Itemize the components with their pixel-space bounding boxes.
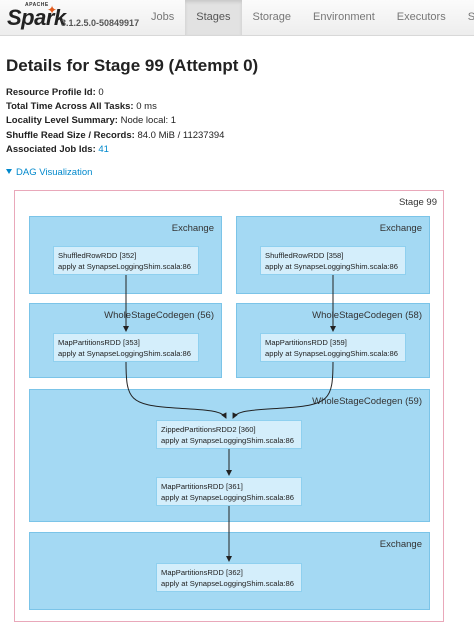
rdd-node-358[interactable]: ShuffledRowRDD [358] apply at SynapseLog… bbox=[260, 246, 406, 275]
rdd-callsite: apply at SynapseLoggingShim.scala:86 bbox=[58, 349, 191, 358]
rdd-callsite: apply at SynapseLoggingShim.scala:86 bbox=[265, 349, 398, 358]
rdd-name: ShuffledRowRDD [358] bbox=[265, 251, 344, 260]
cluster-label: Exchange bbox=[379, 539, 422, 550]
logo-apache-text: APACHE bbox=[25, 2, 49, 8]
cluster-label: Exchange bbox=[379, 223, 422, 234]
spark-version: 3.1.2.5.0-50849917 bbox=[61, 18, 140, 28]
rdd-node-360[interactable]: ZippedPartitionsRDD2 [360] apply at Syna… bbox=[156, 420, 302, 449]
cluster-label: Exchange bbox=[171, 223, 214, 234]
tab-executors[interactable]: Executors bbox=[396, 11, 446, 23]
shuffle-read-label: Shuffle Read Size / Records: bbox=[6, 129, 135, 141]
job-ids-label: Associated Job Ids: bbox=[6, 143, 96, 155]
tab-stages[interactable]: Stages bbox=[185, 0, 242, 35]
rdd-name: MapPartitionsRDD [361] bbox=[161, 482, 243, 491]
caret-down-icon bbox=[6, 169, 12, 174]
cluster-label: WholeStageCodegen (59) bbox=[312, 396, 422, 407]
nav-tabs: Jobs Stages Storage Environment Executor… bbox=[140, 0, 474, 35]
locality-label: Locality Level Summary: bbox=[6, 115, 118, 127]
locality-value: Node local: 1 bbox=[120, 115, 177, 127]
total-time-value: 0 ms bbox=[136, 101, 157, 113]
dag-visualization-toggle[interactable]: DAG Visualization bbox=[6, 167, 92, 178]
rdd-callsite: apply at SynapseLoggingShim.scala:86 bbox=[58, 262, 191, 271]
spark-logo[interactable]: APACHE Spark ✦ 3.1.2.5.0-50849917 bbox=[3, 2, 153, 34]
job-id-link[interactable]: 41 bbox=[98, 143, 109, 155]
tab-environment[interactable]: Environment bbox=[313, 11, 375, 23]
rdd-node-359[interactable]: MapPartitionsRDD [359] apply at SynapseL… bbox=[260, 333, 406, 362]
rdd-name: MapPartitionsRDD [362] bbox=[161, 568, 243, 577]
tab-storage[interactable]: Storage bbox=[252, 11, 292, 23]
shuffle-read-value: 84.0 MiB / 11237394 bbox=[137, 129, 225, 141]
navbar: APACHE Spark ✦ 3.1.2.5.0-50849917 Jobs S… bbox=[0, 0, 474, 36]
rdd-node-352[interactable]: ShuffledRowRDD [352] apply at SynapseLog… bbox=[53, 246, 199, 275]
rdd-callsite: apply at SynapseLoggingShim.scala:86 bbox=[161, 493, 294, 502]
dag-toggle-label: DAG Visualization bbox=[16, 167, 93, 178]
resource-profile-value: 0 bbox=[98, 87, 104, 98]
summary-locality: Locality Level Summary: Node local: 1 bbox=[6, 114, 224, 128]
tab-sql[interactable]: SQL bbox=[467, 11, 474, 23]
rdd-callsite: apply at SynapseLoggingShim.scala:86 bbox=[265, 262, 398, 271]
rdd-node-362[interactable]: MapPartitionsRDD [362] apply at SynapseL… bbox=[156, 563, 302, 592]
tab-jobs[interactable]: Jobs bbox=[151, 11, 175, 23]
rdd-node-361[interactable]: MapPartitionsRDD [361] apply at SynapseL… bbox=[156, 477, 302, 506]
rdd-name: MapPartitionsRDD [359] bbox=[265, 338, 347, 347]
resource-profile-label: Resource Profile Id: bbox=[6, 87, 96, 98]
rdd-callsite: apply at SynapseLoggingShim.scala:86 bbox=[161, 579, 294, 588]
total-time-label: Total Time Across All Tasks: bbox=[6, 101, 134, 113]
page-title: Details for Stage 99 (Attempt 0) bbox=[6, 56, 259, 75]
rdd-name: ShuffledRowRDD [352] bbox=[58, 251, 137, 260]
rdd-node-353[interactable]: MapPartitionsRDD [353] apply at SynapseL… bbox=[53, 333, 199, 362]
cluster-label: WholeStageCodegen (58) bbox=[312, 310, 422, 321]
rdd-name: MapPartitionsRDD [353] bbox=[58, 338, 140, 347]
rdd-callsite: apply at SynapseLoggingShim.scala:86 bbox=[161, 436, 294, 445]
summary-shuffle-read: Shuffle Read Size / Records: 84.0 MiB / … bbox=[6, 129, 224, 143]
spark-star-icon: ✦ bbox=[47, 3, 58, 17]
logo-spark-text: Spark bbox=[7, 5, 66, 30]
stage-label: Stage 99 bbox=[398, 197, 437, 208]
cluster-label: WholeStageCodegen (56) bbox=[104, 310, 214, 321]
rdd-name: ZippedPartitionsRDD2 [360] bbox=[161, 425, 256, 434]
summary-total-time: Total Time Across All Tasks: 0 ms bbox=[6, 100, 224, 114]
summary-resource-profile: Resource Profile Id: 0 bbox=[6, 86, 224, 100]
stage-summary: Resource Profile Id: 0 Total Time Across… bbox=[6, 86, 224, 157]
summary-job-ids: Associated Job Ids: 41 bbox=[6, 143, 224, 157]
